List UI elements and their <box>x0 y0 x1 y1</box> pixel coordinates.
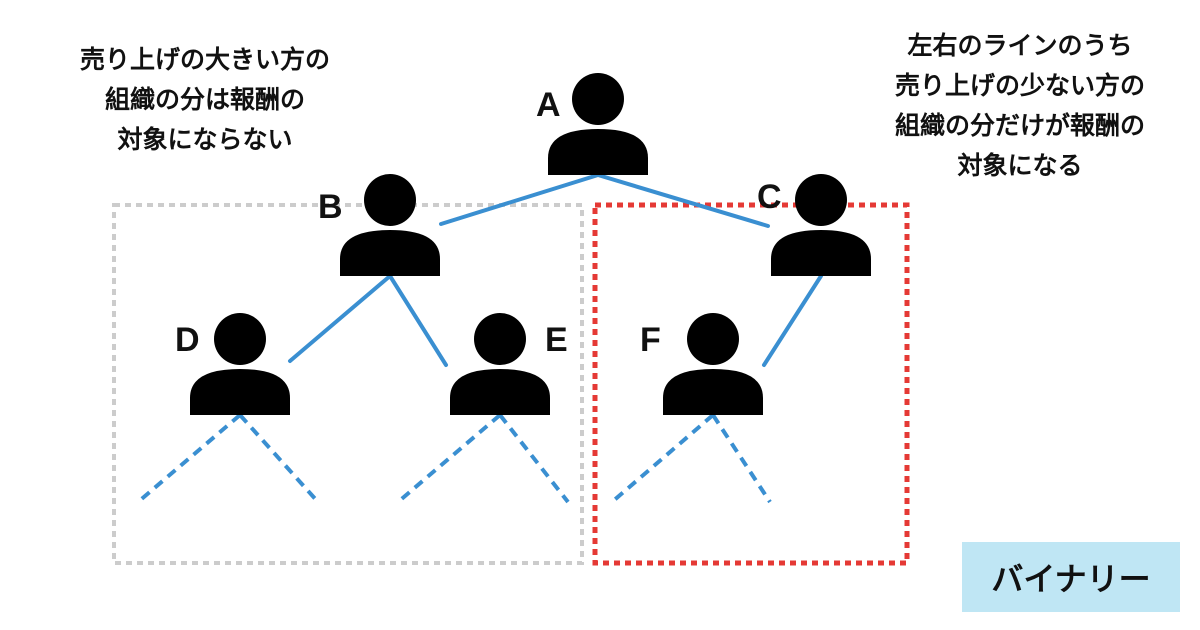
node-label-b: B <box>318 188 343 226</box>
person-icon-d <box>190 313 290 415</box>
connector-a-b <box>439 173 600 226</box>
downline-f-left <box>610 413 715 504</box>
node-label-e: E <box>545 321 568 359</box>
downline-d-left <box>136 413 242 504</box>
larger-side-note: 売り上げの大きい方の 組織の分は報酬の 対象にならない <box>79 45 330 154</box>
person-icon-b <box>340 174 440 276</box>
person-icon-f <box>663 313 763 415</box>
connector-c-f <box>762 274 823 367</box>
downline-e-left <box>396 413 502 504</box>
node-label-f: F <box>640 321 661 359</box>
person-icon-c <box>771 174 871 276</box>
downline-d-right <box>238 413 320 504</box>
connector-b-e <box>388 274 448 367</box>
person-icon-e <box>450 313 550 415</box>
smaller-side-note: 左右のラインのうち 売り上げの少ない方の 組織の分だけが報酬の 対象になる <box>894 31 1145 180</box>
node-label-d: D <box>175 321 200 359</box>
person-icon-a <box>548 73 648 175</box>
binary-badge: バイナリー <box>962 542 1180 612</box>
downline-e-right <box>498 413 570 504</box>
larger-group-box <box>112 203 584 565</box>
connector-a-c <box>596 173 770 228</box>
downline-f-right <box>711 413 772 504</box>
node-label-a: A <box>536 86 561 124</box>
connector-b-d <box>288 274 392 363</box>
smaller-group-box <box>592 202 910 566</box>
node-label-c: C <box>757 178 782 216</box>
